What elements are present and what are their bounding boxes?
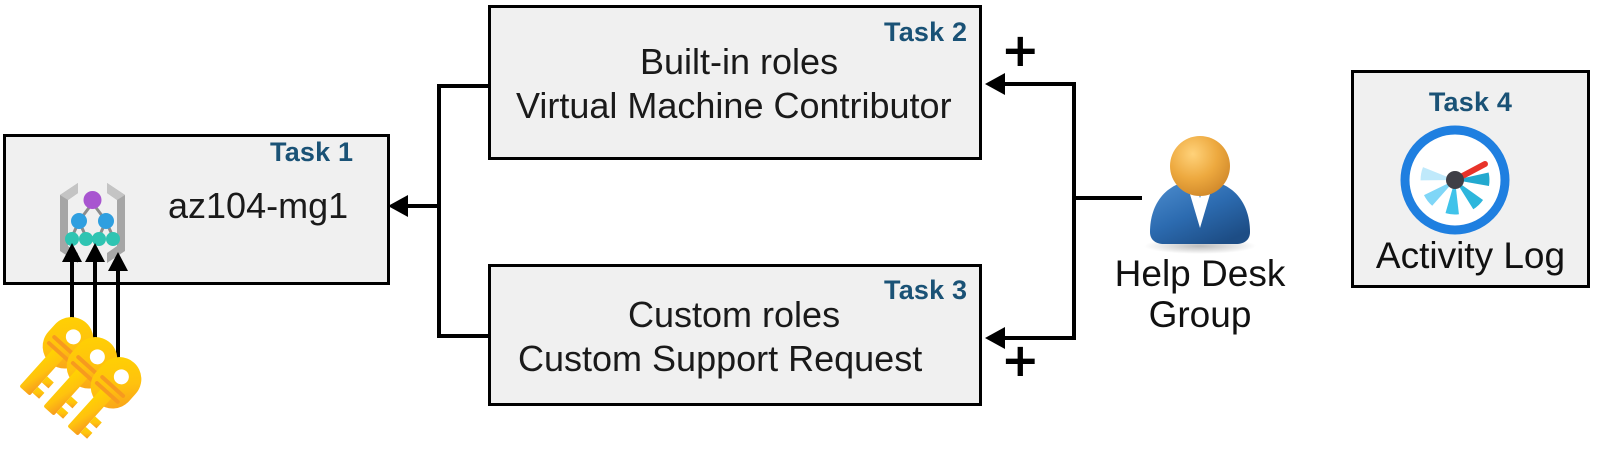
plus-sign-top: + bbox=[1001, 23, 1040, 77]
key-arrow-shaft-2 bbox=[93, 253, 97, 363]
key-arrow-head-2 bbox=[85, 243, 105, 262]
task2-line2: Virtual Machine Contributor bbox=[516, 85, 952, 126]
actor-label-line2: Group bbox=[1148, 294, 1252, 335]
key-arrow-head-1 bbox=[62, 243, 82, 262]
connector-task2-stub bbox=[437, 84, 490, 88]
task3-line1: Custom roles bbox=[628, 294, 841, 335]
connector-group-stub bbox=[1072, 196, 1142, 200]
task3-tag: Task 3 bbox=[884, 275, 968, 305]
task2-box[interactable] bbox=[488, 5, 982, 160]
arrow-into-task2 bbox=[985, 73, 1005, 95]
task2-tag: Task 2 bbox=[884, 17, 968, 47]
task2-line1: Built-in roles bbox=[640, 41, 839, 82]
connector-group-arm-bottom bbox=[1005, 336, 1075, 340]
role-assignment-keys-icon bbox=[20, 305, 157, 449]
connector-to-task1 bbox=[400, 204, 440, 208]
arrow-into-task1 bbox=[388, 195, 408, 217]
activity-log-gauge-icon bbox=[1400, 125, 1510, 235]
connector-task3-stub bbox=[437, 334, 490, 338]
connector-merge-vertical bbox=[437, 84, 441, 338]
key-arrow-shaft-1 bbox=[70, 253, 74, 341]
task1-label: az104-mg1 bbox=[168, 185, 349, 226]
arrow-into-task3 bbox=[985, 327, 1005, 349]
key-arrow-shaft-3 bbox=[116, 262, 120, 386]
task4-label: Activity Log bbox=[1375, 235, 1566, 276]
plus-sign-bottom: + bbox=[1001, 333, 1040, 387]
task4-tag: Task 4 bbox=[1428, 87, 1513, 117]
connector-group-vertical bbox=[1072, 82, 1076, 340]
task3-box[interactable] bbox=[488, 264, 982, 406]
actor-label-line1: Help Desk bbox=[1114, 253, 1286, 294]
management-group-icon bbox=[50, 173, 135, 268]
key-arrow-head-3 bbox=[108, 252, 128, 271]
task1-tag: Task 1 bbox=[270, 137, 354, 167]
user-group-icon bbox=[1128, 136, 1273, 254]
connector-group-arm-top bbox=[1005, 82, 1075, 86]
task3-line2: Custom Support Request bbox=[518, 338, 923, 379]
